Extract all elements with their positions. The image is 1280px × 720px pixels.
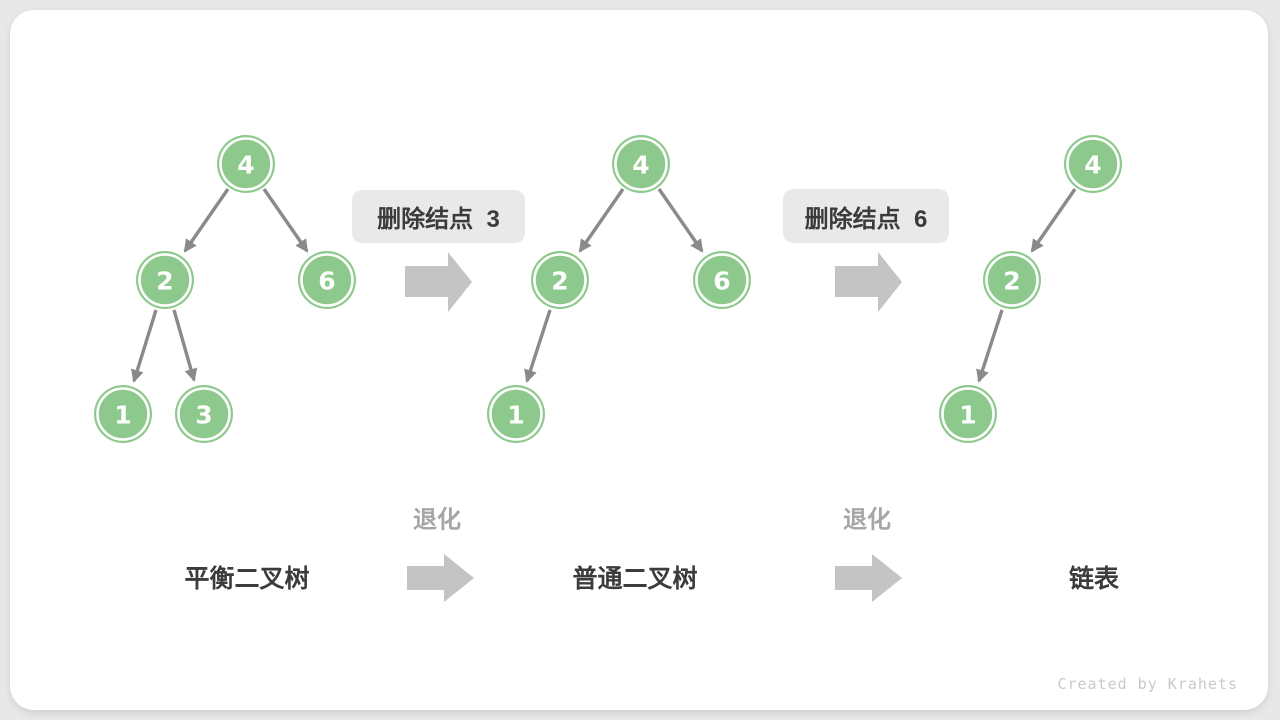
tree-ordinary: 4 2 6 1 — [487, 135, 751, 443]
node-ring — [300, 253, 354, 307]
tree-node: 2 — [983, 251, 1041, 309]
tree-edge — [262, 188, 309, 253]
node-ring — [489, 387, 543, 441]
node-ring — [941, 387, 995, 441]
node-value: 6 — [713, 267, 730, 296]
block-arrow-icon — [835, 252, 902, 312]
degrade-caption: 退化 — [843, 506, 891, 534]
delete-node-6-badge: 删除结点 6 — [783, 189, 949, 243]
node-value: 2 — [156, 267, 173, 296]
node-circle — [693, 251, 751, 309]
node-ring — [177, 387, 231, 441]
node-value: 1 — [507, 401, 524, 430]
node-circle — [175, 385, 233, 443]
tree-node: 6 — [693, 251, 751, 309]
tree-linkedlist-edges — [976, 188, 1077, 383]
node-ring — [985, 253, 1039, 307]
node-circle — [136, 251, 194, 309]
node-value: 1 — [114, 401, 131, 430]
node-circle — [1064, 135, 1122, 193]
tree-ordinary-edges — [524, 188, 704, 383]
node-value: 4 — [632, 151, 649, 180]
node-ring — [533, 253, 587, 307]
tree-linkedlist: 4 2 1 — [939, 135, 1122, 443]
linked-list-label: 链表 — [1068, 565, 1120, 593]
node-value: 6 — [318, 267, 335, 296]
delete-node-3-badge: 删除结点 3 — [352, 190, 525, 243]
node-circle — [487, 385, 545, 443]
tree-node: 4 — [1064, 135, 1122, 193]
degrade-caption: 退化 — [413, 506, 461, 534]
node-circle — [94, 385, 152, 443]
tree-node: 6 — [298, 251, 356, 309]
tree-edge — [131, 309, 158, 383]
ordinary-tree-label: 普通二叉树 — [572, 565, 698, 593]
tree-node: 4 — [217, 135, 275, 193]
tree-edge — [976, 309, 1004, 383]
tree-node: 1 — [94, 385, 152, 443]
tree-node: 2 — [531, 251, 589, 309]
node-ring — [219, 137, 273, 191]
node-ring — [695, 253, 749, 307]
block-arrow-icon — [405, 252, 472, 312]
node-value: 2 — [551, 267, 568, 296]
block-arrow-icon — [407, 554, 474, 602]
node-circle — [217, 135, 275, 193]
tree-edge — [172, 309, 198, 382]
node-circle — [939, 385, 997, 443]
tree-edge — [1030, 188, 1077, 253]
block-arrow-icon — [835, 554, 902, 602]
node-ring — [1066, 137, 1120, 191]
node-ring — [96, 387, 150, 441]
tree-node: 1 — [487, 385, 545, 443]
tree-node: 2 — [136, 251, 194, 309]
node-value: 2 — [1003, 267, 1020, 296]
node-value: 4 — [237, 151, 254, 180]
tree-balanced-edges — [131, 188, 309, 383]
node-value: 1 — [959, 401, 976, 430]
node-ring — [614, 137, 668, 191]
node-circle — [612, 135, 670, 193]
diagram-card — [10, 10, 1268, 710]
tree-node: 3 — [175, 385, 233, 443]
node-circle — [298, 251, 356, 309]
tree-balanced: 4 2 6 1 3 — [94, 135, 356, 443]
node-value: 4 — [1084, 151, 1101, 180]
node-value: 3 — [195, 401, 212, 430]
node-circle — [983, 251, 1041, 309]
node-circle — [531, 251, 589, 309]
tree-node: 4 — [612, 135, 670, 193]
node-ring — [138, 253, 192, 307]
tree-edge — [578, 188, 625, 253]
balanced-tree-label: 平衡二叉树 — [184, 565, 310, 593]
tree-node: 1 — [939, 385, 997, 443]
watermark: Created by Krahets — [1057, 675, 1238, 693]
tree-edge — [657, 188, 704, 253]
tree-edge — [524, 309, 552, 383]
tree-edge — [183, 188, 230, 253]
